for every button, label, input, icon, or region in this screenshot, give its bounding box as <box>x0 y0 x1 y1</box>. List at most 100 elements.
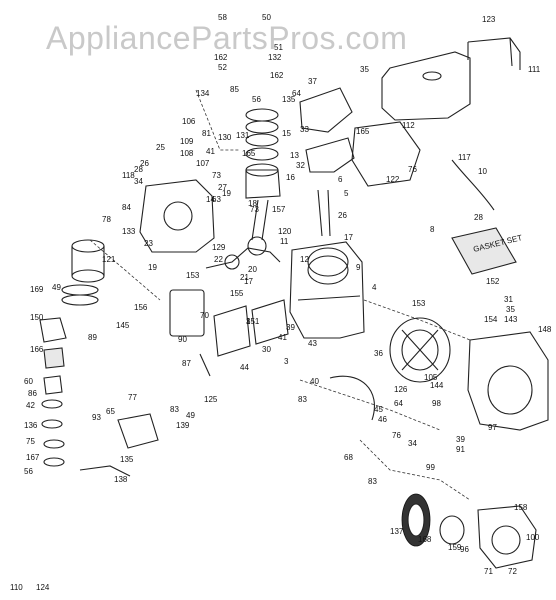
part-label: 64 <box>394 399 403 408</box>
part-label: 148 <box>538 325 552 334</box>
filter-element <box>71 239 105 283</box>
part-label: 72 <box>508 567 517 576</box>
part-label: 34 <box>408 439 417 448</box>
piston <box>245 169 281 199</box>
part-label: 39 <box>456 435 465 444</box>
part-label: 135 <box>282 95 296 104</box>
part-label: 21 <box>240 273 249 282</box>
part-label: 121 <box>102 255 116 264</box>
part-label: 16 <box>286 173 295 182</box>
part-label: 112 <box>402 121 415 130</box>
part-label: 96 <box>460 545 469 554</box>
part-label: 139 <box>176 421 190 430</box>
part-label: 60 <box>24 377 33 386</box>
part-label: 41 <box>206 147 215 156</box>
filter-ring <box>61 294 99 306</box>
part-label: 76 <box>408 165 417 174</box>
part-label: 156 <box>134 303 148 312</box>
intake-plate <box>213 305 251 357</box>
part-label: 167 <box>26 453 40 462</box>
part-label: 100 <box>526 533 540 542</box>
fuel-tank <box>381 51 471 121</box>
part-label: 84 <box>122 203 131 212</box>
part-label: 3 <box>284 357 289 366</box>
part-label: 46 <box>378 415 387 424</box>
part-label: 56 <box>24 467 33 476</box>
part-label: 89 <box>88 333 97 342</box>
blower-housing <box>467 331 549 431</box>
part-label: 26 <box>140 159 149 168</box>
part-label: 133 <box>122 227 136 236</box>
watermark: AppliancePartsPros.com <box>46 20 408 56</box>
pulley <box>439 515 465 545</box>
part-label: 138 <box>114 475 128 484</box>
part-label: 87 <box>182 359 191 368</box>
assembly-line <box>359 439 471 501</box>
part-label: 30 <box>262 345 271 354</box>
governor-hose <box>329 375 375 421</box>
part-label: 131 <box>236 131 250 140</box>
part-label: 158 <box>514 503 528 512</box>
gasket-plate <box>251 299 289 345</box>
part-label: 165 <box>356 127 370 136</box>
part-label: 68 <box>344 453 353 462</box>
part-label: 153 <box>412 299 426 308</box>
assembly-line <box>299 379 441 431</box>
part-label: 110 <box>10 583 23 592</box>
part-label: 73 <box>250 205 259 214</box>
part-label: 157 <box>272 205 286 214</box>
part-label: 27 <box>218 183 227 192</box>
part-label: 71 <box>484 567 493 576</box>
part-label: 124 <box>36 583 50 592</box>
part-label: 86 <box>28 389 37 398</box>
part-label: 6 <box>338 175 343 184</box>
recoil-starter <box>477 505 537 569</box>
part-label: 150 <box>30 313 44 322</box>
part-label: 76 <box>392 431 401 440</box>
part-label: 151 <box>246 317 260 326</box>
part-label: 65 <box>106 407 115 416</box>
part-label: 144 <box>430 381 444 390</box>
part-label: 130 <box>218 133 232 142</box>
valve-stems <box>317 189 331 237</box>
part-label: 3 <box>246 317 251 326</box>
part-label: 5 <box>344 189 349 198</box>
part-label: 35 <box>360 65 369 74</box>
part-label: 117 <box>458 153 471 162</box>
part-label: 41 <box>278 333 287 342</box>
part-label: 17 <box>344 233 353 242</box>
part-label: 9 <box>356 263 361 272</box>
part-label: 106 <box>182 117 196 126</box>
part-label: 123 <box>482 15 496 24</box>
part-label: 51 <box>274 43 283 52</box>
part-label: 70 <box>200 311 209 320</box>
part-label: 107 <box>196 159 210 168</box>
part-label: 18 <box>248 199 257 208</box>
assembly-line <box>195 89 240 151</box>
part-label: 28 <box>134 165 143 174</box>
part-label: 111 <box>528 65 541 74</box>
part-label: 73 <box>212 171 221 180</box>
part-label: 109 <box>180 137 194 146</box>
part-label: 143 <box>504 315 518 324</box>
part-label: 85 <box>230 85 239 94</box>
part-label: 23 <box>144 239 153 248</box>
part-label: 13 <box>290 151 299 160</box>
fuel-line <box>451 159 495 211</box>
lever-bracket <box>117 413 159 449</box>
flywheel <box>389 317 451 383</box>
part-label: 169 <box>30 285 44 294</box>
part-label: 105 <box>424 373 438 382</box>
crankcase-cover <box>139 179 215 253</box>
part-label: 32 <box>296 161 305 170</box>
part-label: 126 <box>394 385 408 394</box>
part-label: 83 <box>298 395 307 404</box>
part-label: 108 <box>180 149 194 158</box>
part-label: 8 <box>430 225 435 234</box>
part-label: 120 <box>278 227 292 236</box>
part-label: 97 <box>488 423 497 432</box>
part-label: 155 <box>230 289 244 298</box>
starter-gear <box>401 493 431 547</box>
part-label: 125 <box>204 395 218 404</box>
